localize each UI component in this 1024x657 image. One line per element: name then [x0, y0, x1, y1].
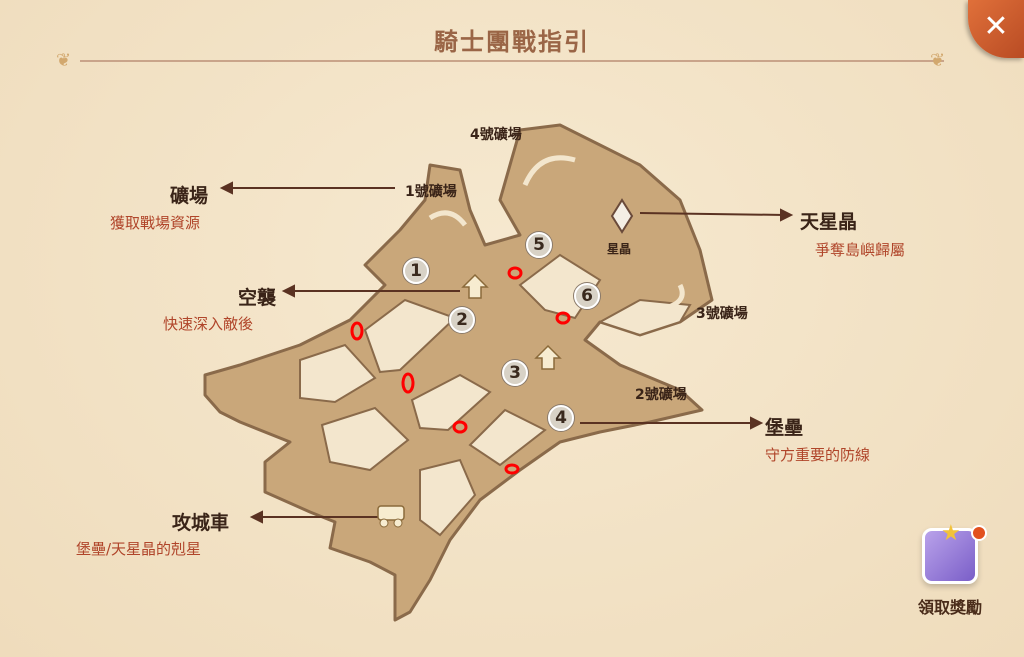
gift-box-icon: ★ — [922, 521, 987, 584]
claim-reward-label: 領取獎勵 — [917, 598, 982, 617]
gate-marker — [507, 266, 523, 280]
notification-dot — [971, 525, 987, 541]
airstrike-icon[interactable] — [461, 273, 489, 299]
title-divider — [80, 60, 944, 62]
legend-crystal-title: 天星晶 — [800, 211, 858, 233]
crystal-icon[interactable] — [610, 198, 634, 234]
page-title: 騎士團戰指引 — [434, 28, 590, 56]
mine-3-label: 3號礦場 — [696, 306, 748, 322]
legend-airstrike-desc: 快速深入敵後 — [163, 315, 254, 333]
fortress-marker-2[interactable]: 2 — [449, 307, 475, 333]
legend-fortress-title: 堡壘 — [765, 417, 804, 439]
close-button[interactable]: ✕ — [968, 0, 1024, 58]
claim-reward-button[interactable]: ★ 領取獎勵 — [910, 521, 990, 618]
mine-4-label: 4號礦場 — [470, 127, 522, 143]
gate-marker — [350, 321, 364, 341]
gate-marker — [504, 463, 520, 475]
legend-airstrike-title: 空襲 — [238, 287, 277, 309]
fortress-marker-6[interactable]: 6 — [574, 283, 600, 309]
legend-fortress-desc: 守方重要的防線 — [765, 446, 871, 464]
gate-marker — [555, 311, 571, 325]
legend-siege-title: 攻城車 — [172, 512, 230, 534]
mine-2-label: 2號礦場 — [635, 387, 687, 403]
star-icon: ★ — [941, 521, 961, 546]
fortress-marker-3[interactable]: 3 — [502, 360, 528, 386]
crystal-label: 星晶 — [607, 242, 632, 256]
map-terrain — [203, 123, 714, 622]
ornament-icon: ❦ — [56, 50, 72, 71]
legend-siege-desc: 堡壘/天星晶的剋星 — [76, 540, 202, 558]
fortress-marker-5[interactable]: 5 — [526, 232, 552, 258]
gate-marker — [452, 420, 468, 434]
legend-mine-desc: 獲取戰場資源 — [110, 214, 201, 232]
fortress-marker-4[interactable]: 4 — [548, 405, 574, 431]
fortress-marker-1[interactable]: 1 — [403, 258, 429, 284]
legend-mine-title: 礦場 — [170, 185, 209, 207]
legend-crystal-desc: 爭奪島嶼歸屬 — [815, 241, 906, 259]
siege-cart-icon[interactable] — [377, 505, 405, 528]
legend-arrows — [219, 181, 794, 524]
gate-marker — [401, 372, 415, 394]
ornament-icon: ❦ — [930, 50, 946, 71]
airstrike-icon[interactable] — [534, 344, 562, 370]
gates — [350, 266, 571, 475]
mine-1-label: 1號礦場 — [405, 184, 457, 200]
